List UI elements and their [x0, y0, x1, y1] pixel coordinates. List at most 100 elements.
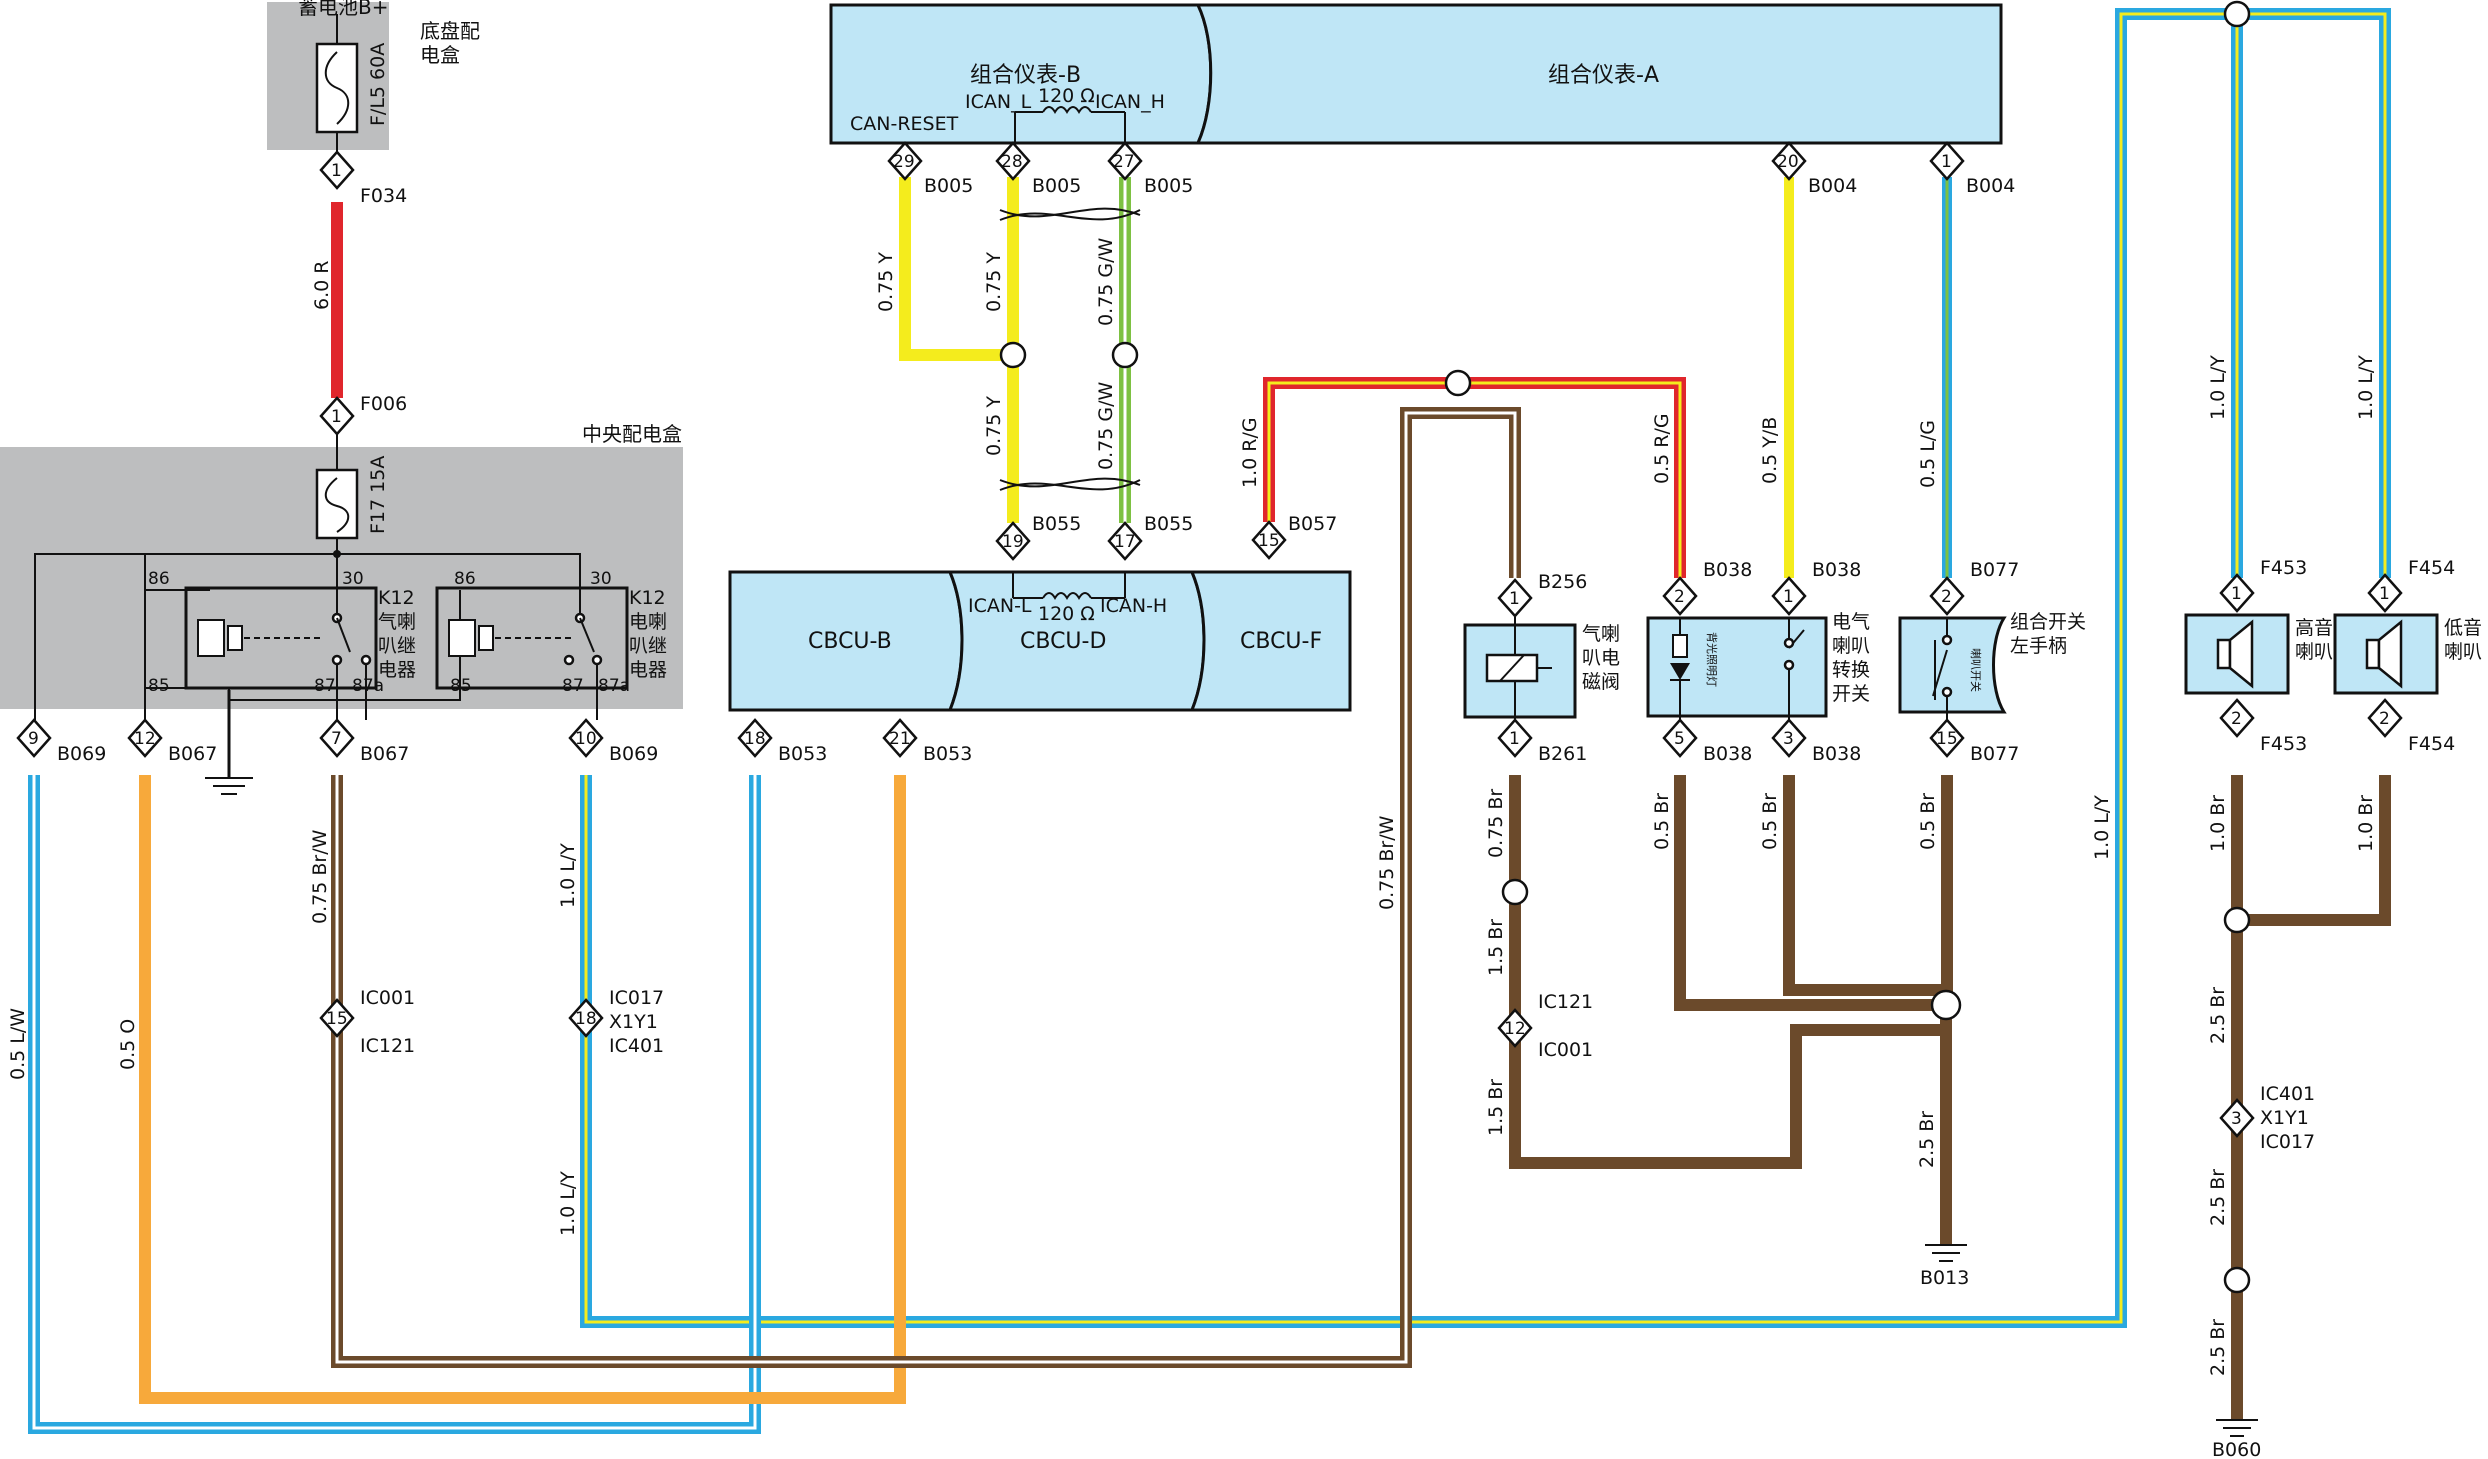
svg-text:ICAN-L: ICAN-L [968, 595, 1032, 617]
svg-text:0.75 Br/W: 0.75 Br/W [309, 829, 331, 924]
svg-text:3: 3 [1783, 729, 1794, 749]
svg-text:电气: 电气 [1832, 611, 1870, 633]
combo-switch-left-handle: 喇叭开关 组合开关 左手柄 [1898, 611, 2086, 725]
svg-text:1.0 L/Y: 1.0 L/Y [2355, 355, 2377, 420]
svg-text:K12: K12 [629, 587, 666, 609]
svg-text:2: 2 [1941, 587, 1952, 607]
svg-text:B069: B069 [609, 743, 658, 765]
svg-text:磁阀: 磁阀 [1582, 671, 1620, 693]
svg-text:ICAN-H: ICAN-H [1100, 595, 1167, 617]
svg-text:喇叭: 喇叭 [2295, 641, 2333, 663]
svg-text:气喇: 气喇 [1582, 623, 1620, 645]
svg-text:ICAN_L: ICAN_L [965, 91, 1032, 113]
svg-text:低音: 低音 [2444, 617, 2482, 639]
svg-text:B256: B256 [1538, 571, 1587, 593]
svg-text:120 Ω: 120 Ω [1038, 85, 1095, 107]
svg-text:1.0 L/Y: 1.0 L/Y [2091, 795, 2113, 860]
wires [28, 8, 2391, 1434]
cluster-b-title: 组合仪表-B [970, 63, 1081, 88]
svg-text:B013: B013 [1920, 1267, 1969, 1289]
svg-text:1.0 Br: 1.0 Br [2355, 795, 2377, 852]
cbcu-module: CBCU-B CBCU-D CBCU-F ICAN-L ICAN-H 120 Ω [728, 570, 1352, 712]
svg-text:0.5 R/G: 0.5 R/G [1651, 413, 1673, 484]
svg-text:2.5 Br: 2.5 Br [2207, 987, 2229, 1044]
svg-text:1.5 Br: 1.5 Br [1485, 1079, 1507, 1136]
svg-text:0.75 G/W: 0.75 G/W [1095, 238, 1117, 326]
svg-text:B004: B004 [1808, 175, 1857, 197]
high-pitch-horn: 高音 喇叭 [2184, 613, 2333, 695]
svg-text:1: 1 [331, 161, 342, 181]
svg-text:18: 18 [744, 729, 766, 749]
svg-text:B038: B038 [1703, 559, 1752, 581]
svg-text:B069: B069 [57, 743, 106, 765]
svg-text:0.75 Y: 0.75 Y [983, 252, 1005, 312]
svg-text:0.5 Y/B: 0.5 Y/B [1759, 417, 1781, 484]
horn-changeover-switch: 背光照明灯 电气 喇叭 转换 开关 [1646, 611, 1870, 725]
svg-text:组合开关: 组合开关 [2010, 611, 2086, 633]
svg-text:0.5 Br: 0.5 Br [1917, 793, 1939, 850]
svg-text:X1Y1: X1Y1 [609, 1011, 658, 1033]
svg-text:IC017: IC017 [2260, 1131, 2315, 1153]
wire-labels: 6.0 R 0.75 Y 0.75 Y 0.75 Y 0.75 G/W 0.75… [7, 238, 2377, 1376]
can-reset-label: CAN-RESET [850, 113, 959, 135]
svg-text:15: 15 [326, 1009, 348, 1029]
svg-text:1: 1 [331, 407, 342, 427]
svg-text:IC001: IC001 [360, 987, 415, 1009]
wire-red-rg [1263, 377, 1686, 578]
svg-text:12: 12 [134, 729, 156, 749]
svg-text:F453: F453 [2260, 557, 2307, 579]
wire-orange [139, 775, 906, 1404]
svg-text:6.0 R: 6.0 R [311, 261, 333, 310]
svg-text:15: 15 [1258, 531, 1280, 551]
svg-text:B067: B067 [168, 743, 217, 765]
svg-text:1: 1 [2231, 584, 2242, 604]
splice-nodes [999, 0, 2251, 1294]
svg-text:85: 85 [450, 676, 472, 696]
svg-text:28: 28 [1001, 152, 1023, 172]
air-horn-valve: 气喇 叭电 磁阀 [1463, 617, 1620, 725]
svg-text:喇叭: 喇叭 [2444, 641, 2482, 663]
svg-text:F454: F454 [2408, 557, 2455, 579]
svg-text:21: 21 [889, 729, 911, 749]
svg-text:12: 12 [1504, 1019, 1526, 1039]
svg-text:1.0 L/Y: 1.0 L/Y [557, 843, 579, 908]
svg-text:喇叭开关: 喇叭开关 [1969, 648, 1983, 692]
svg-text:86: 86 [148, 569, 170, 589]
ground-b060: B060 [2212, 1419, 2261, 1459]
svg-text:B053: B053 [923, 743, 972, 765]
svg-text:0.75 Y: 0.75 Y [875, 252, 897, 312]
svg-text:B077: B077 [1970, 559, 2019, 581]
svg-text:B261: B261 [1538, 743, 1587, 765]
svg-text:气喇: 气喇 [378, 611, 416, 633]
svg-text:19: 19 [1002, 532, 1024, 552]
svg-text:1.0 L/Y: 1.0 L/Y [557, 1171, 579, 1236]
svg-text:IC401: IC401 [2260, 1083, 2315, 1105]
svg-text:IC401: IC401 [609, 1035, 664, 1057]
svg-text:F453: F453 [2260, 733, 2307, 755]
svg-text:1: 1 [1509, 729, 1520, 749]
svg-text:B067: B067 [360, 743, 409, 765]
svg-text:B038: B038 [1703, 743, 1752, 765]
main-fuse: 蓄电池B+ 底盘配 电盒 F/L5 60A [298, 0, 480, 152]
fuse-main-label: F/L5 60A [367, 43, 389, 126]
svg-text:电器: 电器 [378, 659, 416, 681]
twisted-pair-marks [999, 207, 1141, 491]
svg-text:1.0 R/G: 1.0 R/G [1239, 417, 1261, 488]
svg-text:0.5 Br: 0.5 Br [1651, 793, 1673, 850]
svg-text:86: 86 [454, 569, 476, 589]
svg-text:3: 3 [2231, 1109, 2242, 1129]
